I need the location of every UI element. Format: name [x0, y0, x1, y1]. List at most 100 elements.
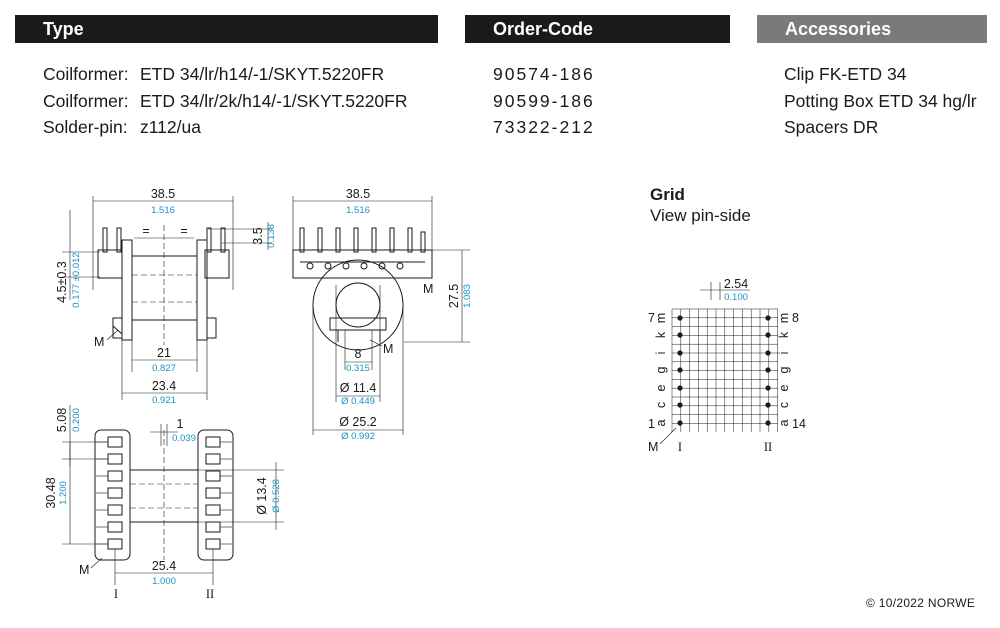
side-outer-in: 0.921 — [152, 395, 176, 406]
bottom-view-drawing: 1 0.039 5.08 0.200 30.48 1.200 Ø 13.4 Ø … — [44, 405, 284, 601]
side-height-mm: 4.5±0.3 — [55, 261, 69, 303]
bottom-offset-mm: 5.08 — [55, 408, 69, 432]
front-marker-bottom: M — [383, 342, 393, 356]
front-flange-in: Ø 0.992 — [341, 431, 375, 442]
bottom-row-mm: 25.4 — [152, 559, 176, 573]
order-code: 73322-212 — [493, 117, 595, 137]
grid-right-letter: k — [777, 331, 791, 338]
front-width-mm: 38.5 — [346, 187, 370, 201]
order-code: 90599-186 — [493, 90, 595, 111]
side-eq1: = — [142, 224, 149, 238]
header-type: Type — [15, 15, 438, 43]
side-outer-mm: 23.4 — [152, 379, 176, 393]
grid-right-top: 8 — [792, 311, 799, 325]
grid-pin — [765, 350, 771, 356]
grid-marker: M — [648, 440, 658, 454]
row-label: Coilformer: — [43, 64, 129, 84]
grid-pitch-in: 0.100 — [724, 292, 748, 303]
side-view-drawing: 38.5 1.516 3.5 0.138 4.5±0.3 0.177 ±0.01… — [55, 187, 277, 406]
front-view-drawing: 38.5 1.516 27.5 1.083 M M — [292, 187, 473, 442]
grid-pin — [677, 385, 683, 391]
grid-left-top: 7 — [648, 311, 655, 325]
bottom-length-mm: 30.48 — [44, 477, 58, 508]
grid-pin — [677, 315, 683, 321]
accessory: Spacers DR — [784, 117, 879, 137]
grid-left-letter: a — [654, 419, 668, 426]
side-inner-mm: 21 — [157, 346, 171, 360]
grid-pin — [677, 367, 683, 373]
bottom-dia-in: Ø 0.528 — [271, 479, 282, 513]
front-width-in: 1.516 — [346, 205, 370, 216]
front-slot-in: 0.315 — [346, 363, 370, 374]
grid-left-letter: e — [654, 384, 668, 391]
grid-pin — [765, 402, 771, 408]
bottom-offset-in: 0.200 — [71, 408, 82, 432]
grid-right-letter: g — [777, 366, 791, 373]
copyright: © 10/2022 NORWE — [866, 596, 976, 610]
side-pin-len-mm: 3.5 — [251, 227, 265, 244]
grid-right-letter: m — [777, 313, 791, 323]
type-value: ETD 34/lr/h14/-1/SKYT.5220FR — [140, 64, 385, 84]
accessories-list: Clip FK-ETD 34 Potting Box ETD 34 hg/lr … — [784, 61, 977, 141]
header-order-code: Order-Code — [465, 15, 730, 43]
grid-pins — [677, 315, 771, 426]
grid-pin — [677, 350, 683, 356]
header-accessories: Accessories — [757, 15, 987, 43]
order-codes: 90574-186 90599-186 73322-212 — [493, 61, 595, 141]
front-core-in: Ø 0.449 — [341, 396, 375, 407]
side-inner-in: 0.827 — [152, 363, 176, 374]
grid-pin — [765, 385, 771, 391]
grid-right-letter: e — [777, 384, 791, 391]
type-value: ETD 34/lr/2k/h14/-1/SKYT.5220FR — [140, 90, 408, 111]
type-values: ETD 34/lr/h14/-1/SKYT.5220FR ETD 34/lr/2… — [140, 61, 407, 141]
type-value: z112/ua — [140, 117, 201, 137]
grid-pitch-mm: 2.54 — [724, 277, 748, 291]
side-marker: M — [94, 335, 104, 349]
grid-right-bottom: 14 — [792, 417, 806, 431]
grid-lines — [671, 308, 778, 432]
bottom-pin-mm: 1 — [177, 417, 184, 431]
row-label: Solder-pin: — [43, 117, 128, 137]
grid-left-letter: i — [654, 352, 668, 355]
accessory: Potting Box ETD 34 hg/lr — [784, 90, 977, 111]
accessory: Clip FK-ETD 34 — [784, 64, 907, 84]
bottom-row-II: II — [206, 587, 214, 601]
front-height-in: 1.083 — [462, 284, 473, 308]
side-width-in: 1.516 — [151, 205, 175, 216]
bottom-marker: M — [79, 563, 89, 577]
grid-left-letter: g — [654, 366, 668, 373]
bottom-row-in: 1.000 — [152, 576, 176, 587]
front-flange-mm: Ø 25.2 — [339, 415, 377, 429]
grid-left-letter: m — [654, 313, 668, 323]
side-height-in: 0.177 ±0.012 — [71, 252, 82, 307]
grid-row-I: I — [678, 440, 682, 454]
order-code: 90574-186 — [493, 64, 595, 84]
front-slot-mm: 8 — [355, 347, 362, 361]
grid-pin — [677, 332, 683, 338]
grid-pin — [765, 420, 771, 426]
grid-left-letter: k — [654, 331, 668, 338]
front-core-mm: Ø 11.4 — [340, 381, 377, 395]
grid-title: Grid — [650, 185, 685, 204]
pin-grid: 2.54 0.100 7 1 8 14 m k i g e c a m k i … — [648, 277, 806, 454]
grid-pin — [677, 402, 683, 408]
grid-pin — [765, 332, 771, 338]
bottom-pin-in: 0.039 — [172, 433, 196, 444]
side-pin-len-in: 0.138 — [266, 224, 277, 248]
grid-left-bottom: 1 — [648, 417, 655, 431]
side-eq2: = — [180, 224, 187, 238]
type-labels: Coilformer: Coilformer: Solder-pin: — [43, 61, 129, 141]
grid-pin — [765, 367, 771, 373]
grid-left-letter: c — [654, 402, 668, 408]
side-width-mm: 38.5 — [151, 187, 175, 201]
grid-right-letter: a — [777, 419, 791, 426]
grid-row-II: II — [764, 440, 772, 454]
grid-pin — [677, 420, 683, 426]
grid-right-letter: c — [777, 402, 791, 408]
grid-right-letter: i — [777, 352, 791, 355]
row-label: Coilformer: — [43, 90, 129, 111]
grid-heading: Grid View pin-side — [650, 184, 751, 226]
front-height-mm: 27.5 — [447, 284, 461, 308]
bottom-length-in: 1.200 — [58, 481, 69, 505]
